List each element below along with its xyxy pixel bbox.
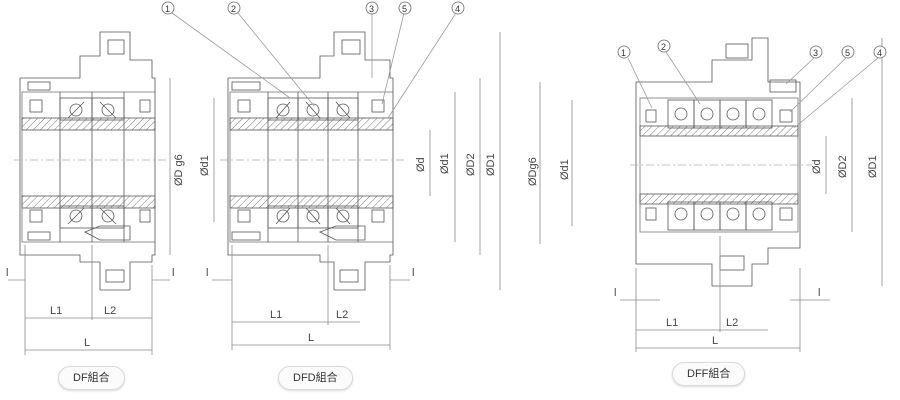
- dff-callout-4: 4: [873, 45, 887, 59]
- dfd-callout-4-label: 4: [455, 4, 460, 14]
- dfd-dim-D2: ØD2: [465, 153, 477, 176]
- dfd-callout-2: 2: [227, 1, 241, 15]
- dff-callout-5-label: 5: [845, 48, 850, 58]
- df-dim-L2: L2: [104, 305, 116, 317]
- dff-dim-Dg6: ØDg6: [527, 157, 539, 186]
- dff-dim-L1: L1: [666, 317, 678, 329]
- dff-leader-lines: [627, 51, 879, 129]
- dfd-callout-1: 1: [161, 1, 175, 15]
- dfd-callout-5-label: 5: [402, 4, 407, 14]
- df-caption: DF組合: [58, 366, 125, 390]
- dfd-callout-2-label: 2: [231, 4, 236, 14]
- dff-dim-l-right: l: [818, 287, 820, 299]
- dfd-dim-D1: ØD1: [485, 153, 497, 176]
- dfd-assembly-drawing: [212, 31, 501, 350]
- dff-callout-3-label: 3: [813, 48, 818, 58]
- dff-callout-2-label: 2: [661, 42, 666, 52]
- dfd-dim-L: L: [308, 332, 314, 344]
- dfd-callout-3-label: 3: [369, 4, 374, 14]
- dff-callout-5: 5: [841, 45, 855, 59]
- dff-dim-d: Ød: [811, 159, 823, 174]
- dfd-leader-lines: [171, 12, 457, 119]
- dfd-caption: DFD組合: [278, 366, 353, 390]
- df-dim-D-g6: ØD g6: [173, 154, 185, 186]
- dff-callout-3: 3: [809, 45, 823, 59]
- dff-callout-4-label: 4: [877, 48, 882, 58]
- dfd-callout-5: 5: [398, 1, 412, 15]
- dfd-dim-d1-left: Ød1: [199, 155, 211, 176]
- dfd-dim-L2: L2: [336, 309, 348, 321]
- df-dim-l-left: l: [6, 267, 8, 279]
- dfd-dim-d1-right: Ød1: [439, 153, 451, 174]
- dfd-callout-3: 3: [365, 1, 379, 15]
- dff-dim-l-left: l: [614, 287, 616, 299]
- dfd-callout-4: 4: [451, 1, 465, 15]
- dff-callout-1: 1: [617, 45, 631, 59]
- dfd-dim-l-left: l: [206, 267, 208, 279]
- dfd-callout-1-label: 1: [165, 4, 170, 14]
- dff-dim-D1: ØD1: [867, 155, 879, 178]
- df-dim-l-right: l: [172, 267, 174, 279]
- dff-dim-L2: L2: [726, 317, 738, 329]
- dfd-dim-L1: L1: [270, 309, 282, 321]
- dff-caption: DFF組合: [672, 362, 746, 386]
- df-dim-L1: L1: [50, 305, 62, 317]
- dff-dim-D2: ØD2: [837, 155, 849, 178]
- dff-callout-2: 2: [657, 39, 671, 53]
- dfd-dim-d: Ød: [415, 157, 427, 172]
- df-dim-L: L: [84, 337, 90, 349]
- dff-callout-1-label: 1: [621, 48, 626, 58]
- dff-dim-d1: Ød1: [559, 159, 571, 180]
- df-assembly-drawing: [8, 31, 171, 355]
- dfd-dim-l-right: l: [412, 267, 414, 279]
- dff-dim-L: L: [712, 335, 718, 347]
- dff-assembly-drawing: [539, 37, 883, 352]
